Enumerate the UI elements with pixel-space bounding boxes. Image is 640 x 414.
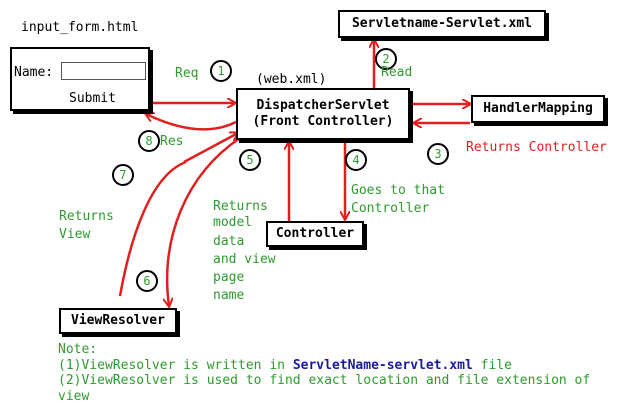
step4-label-line2: Controller — [351, 201, 430, 216]
note-line1-suffix: file — [472, 357, 512, 373]
arrow-response — [146, 114, 237, 131]
step7-label-line2: View — [59, 227, 91, 242]
step3-badge: 3 — [427, 143, 449, 165]
name-input[interactable] — [61, 62, 146, 80]
arrow-to-view-resolver — [167, 136, 241, 306]
step3-label: Returns Controller — [466, 140, 607, 155]
note-line1-prefix: (1)ViewResolver is written in — [58, 357, 293, 373]
step7-label-line1: Returns — [59, 209, 114, 224]
arrow-returns-view — [118, 160, 187, 297]
name-label: Name: — [14, 65, 54, 80]
web-xml-label: (web.xml) — [256, 72, 327, 87]
step5-line5: page — [213, 270, 245, 285]
input-form-box: Name: Submit — [10, 47, 150, 111]
dispatcher-title: DispatcherServlet — [256, 98, 390, 113]
step5-line2: model — [213, 215, 253, 230]
dispatcher-servlet-box: DispatcherServlet (Front Controller) — [236, 88, 410, 140]
note-line2: (2)ViewResolver is used to find exact lo… — [58, 373, 591, 389]
view-resolver-box: ViewResolver — [59, 308, 177, 334]
submit-button[interactable]: Submit — [69, 91, 116, 106]
step5-line6: name — [213, 288, 245, 303]
servlet-xml-box: Servletname-Servlet.xml — [338, 10, 546, 38]
note-line3: view — [58, 388, 90, 404]
step5-line1: Returns — [213, 199, 268, 214]
form-file-label: input_form.html — [21, 20, 139, 35]
note-block: Note: (1)ViewResolver is written in Serv… — [58, 342, 590, 404]
servlet-xml-label: Servletname-Servlet.xml — [351, 16, 532, 31]
handler-mapping-box: HandlerMapping — [471, 95, 605, 123]
controller-box: Controller — [266, 221, 364, 247]
step8-badge: 8 — [138, 130, 160, 152]
note-line1: (1)ViewResolver is written in ServletNam… — [58, 358, 590, 374]
step7-badge: 7 — [112, 164, 134, 186]
step6-badge: 6 — [136, 270, 158, 292]
arrow-returns-view-head — [183, 133, 238, 164]
step5-line3: data — [213, 234, 245, 249]
step1-badge: 1 — [210, 60, 232, 82]
note-line1-emphasis: ServletName-servlet.xml — [292, 357, 473, 373]
handler-mapping-label: HandlerMapping — [483, 101, 593, 116]
view-resolver-label: ViewResolver — [71, 313, 165, 328]
step1-label: Req — [175, 66, 199, 81]
dispatcher-subtitle: (Front Controller) — [252, 114, 394, 129]
note-heading: Note: — [58, 342, 98, 357]
step4-label-line1: Goes to that — [351, 183, 445, 198]
step4-badge: 4 — [345, 149, 367, 171]
step8-label: Res — [160, 134, 184, 149]
step5-line4: and view — [213, 252, 276, 267]
step5-badge: 5 — [239, 149, 261, 171]
step2-label: Read — [381, 65, 413, 80]
controller-label: Controller — [275, 226, 355, 241]
step2-badge: 2 — [375, 48, 397, 70]
